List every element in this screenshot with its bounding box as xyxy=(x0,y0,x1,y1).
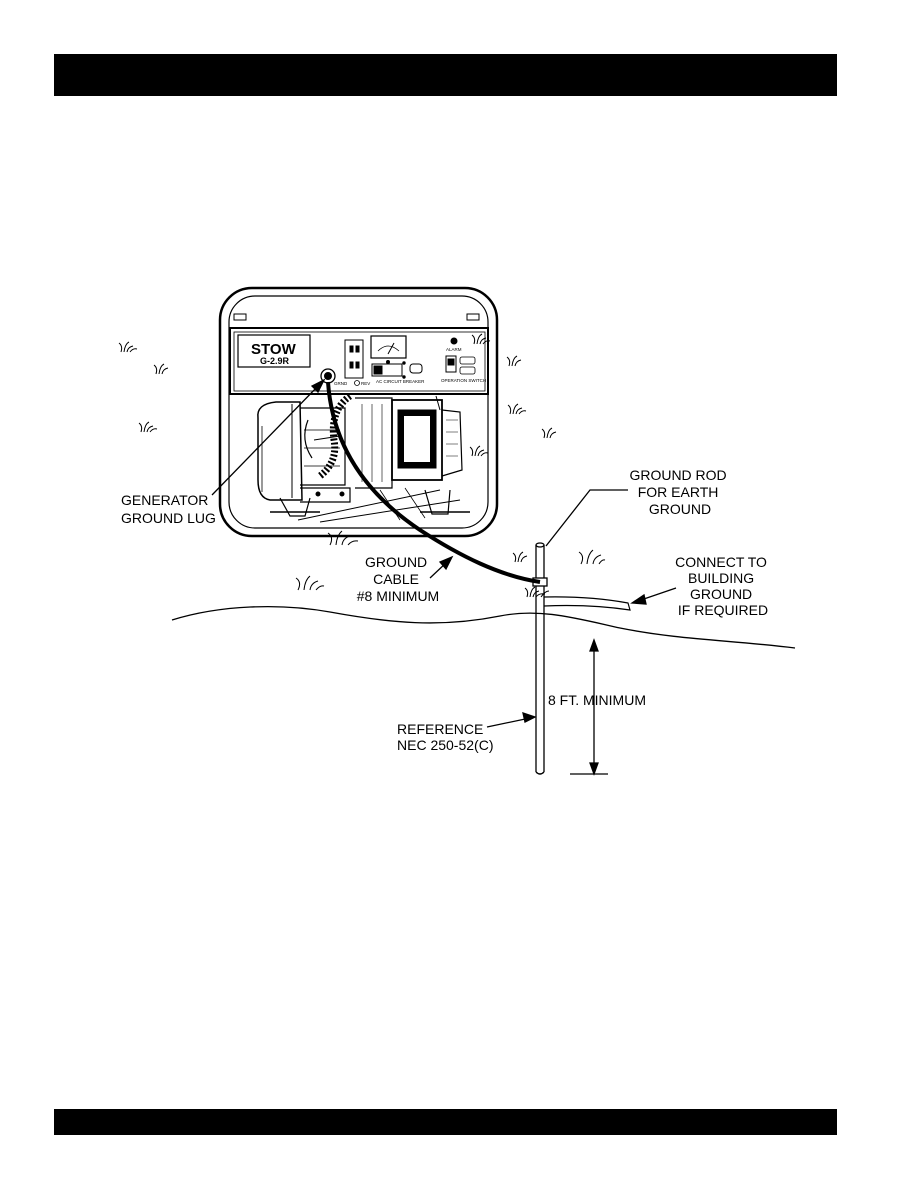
ground-cable-callout: GROUND CABLE #8 MINIMUM xyxy=(357,554,439,604)
alarm-label: ALARM xyxy=(446,347,462,352)
depth-callout: 8 FT. MINIMUM xyxy=(548,692,646,708)
ground-cable xyxy=(326,381,541,584)
brand-logo: STOW xyxy=(251,341,297,358)
breaker-label: AC CIRCUIT BREAKER xyxy=(376,379,425,384)
connect-building-ground-callout: CONNECT TO BUILDING GROUND IF REQUIRED xyxy=(675,554,771,618)
ground-rod xyxy=(532,542,548,775)
building-ground-wire xyxy=(543,596,631,611)
rev-label: REV xyxy=(361,381,370,386)
grass-tufts xyxy=(118,333,606,598)
leader-lines xyxy=(211,378,677,776)
grnd-label: GRND xyxy=(334,381,348,386)
generator-ground-lug-callout: GENERATOR GROUND LUG xyxy=(121,492,216,526)
operation-switch-label: OPERATION SWITCH xyxy=(441,378,486,383)
ground-rod-callout: GROUND ROD FOR EARTH GROUND xyxy=(629,467,730,517)
footer-bar xyxy=(54,1109,837,1135)
reference-callout: REFERENCE NEC 250-52(C) xyxy=(397,721,493,753)
header-bar xyxy=(54,54,837,96)
ground-surface-line xyxy=(171,605,796,649)
model-label: G-2.9R xyxy=(260,356,290,366)
generator-illustration xyxy=(218,286,499,538)
